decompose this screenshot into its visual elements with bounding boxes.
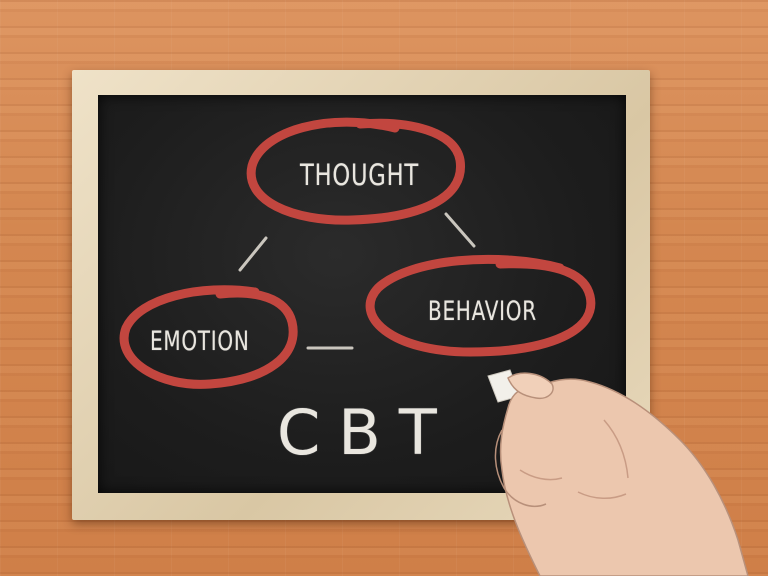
cbt-caption: CBT <box>277 396 455 469</box>
emotion-circle <box>119 285 298 389</box>
node-behavior-label: BEHAVIOR <box>428 296 537 327</box>
hand <box>494 372 749 576</box>
behavior-circle <box>365 254 596 357</box>
connector-thought-behavior <box>444 212 476 248</box>
node-thought-label: THOUGHT <box>300 158 420 192</box>
node-emotion-label: EMOTION <box>150 326 250 357</box>
connector-thought-emotion <box>238 236 268 272</box>
thought-circle <box>246 117 465 225</box>
